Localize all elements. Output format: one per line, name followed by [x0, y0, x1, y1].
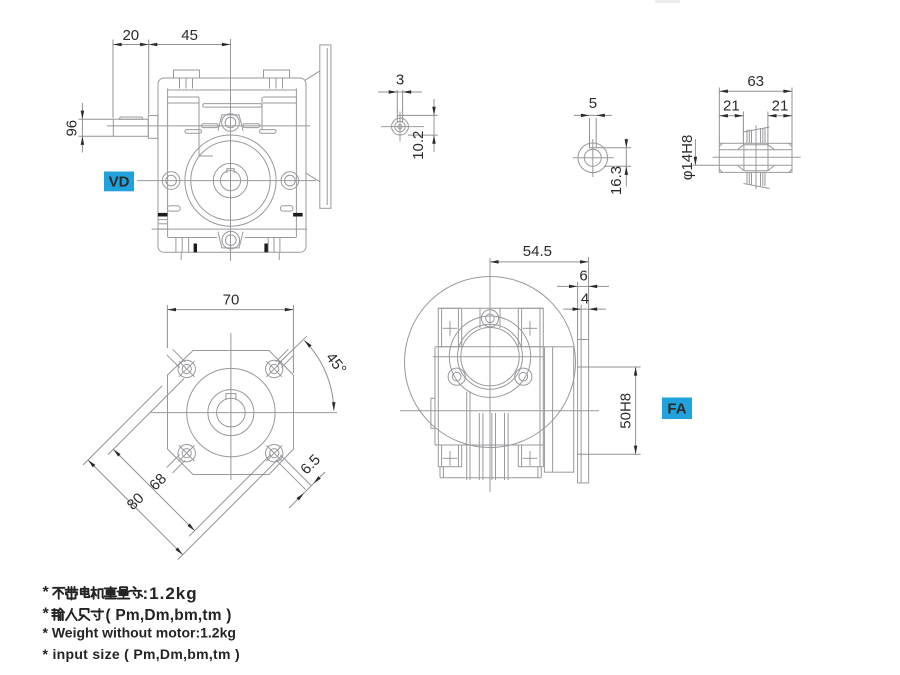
svg-text:FA: FA — [667, 401, 686, 418]
svg-text:45: 45 — [181, 27, 198, 44]
svg-text:( Pm,Dm,bm,tm ): ( Pm,Dm,bm,tm ) — [106, 607, 232, 624]
svg-text:*: * — [43, 606, 50, 623]
svg-text::1.2kg: :1.2kg — [143, 584, 198, 603]
svg-text:96: 96 — [64, 120, 81, 137]
svg-text:50H8: 50H8 — [618, 393, 635, 429]
svg-text:20: 20 — [122, 27, 139, 44]
svg-text:VD: VD — [109, 174, 130, 191]
svg-text:80: 80 — [124, 490, 148, 514]
svg-text:70: 70 — [223, 292, 240, 309]
svg-text:16.3: 16.3 — [608, 166, 625, 195]
svg-text:* Weight without motor:1.2kg: * Weight without motor:1.2kg — [43, 625, 236, 641]
svg-text:54.5: 54.5 — [523, 243, 552, 260]
svg-text:3: 3 — [396, 72, 404, 89]
svg-text:4: 4 — [581, 291, 589, 308]
svg-text:6: 6 — [579, 268, 587, 285]
svg-text:21: 21 — [772, 98, 789, 115]
svg-text:68: 68 — [146, 470, 170, 494]
svg-text:*: * — [43, 584, 50, 601]
svg-text:21: 21 — [723, 98, 740, 115]
svg-text:* input size ( Pm,Dm,bm,tm ): * input size ( Pm,Dm,bm,tm ) — [43, 646, 240, 662]
svg-text:10.2: 10.2 — [410, 131, 427, 160]
svg-text:5: 5 — [589, 95, 597, 112]
svg-text:63: 63 — [747, 73, 764, 90]
svg-text:6.5: 6.5 — [297, 451, 324, 478]
svg-text:φ14H8: φ14H8 — [679, 135, 696, 181]
